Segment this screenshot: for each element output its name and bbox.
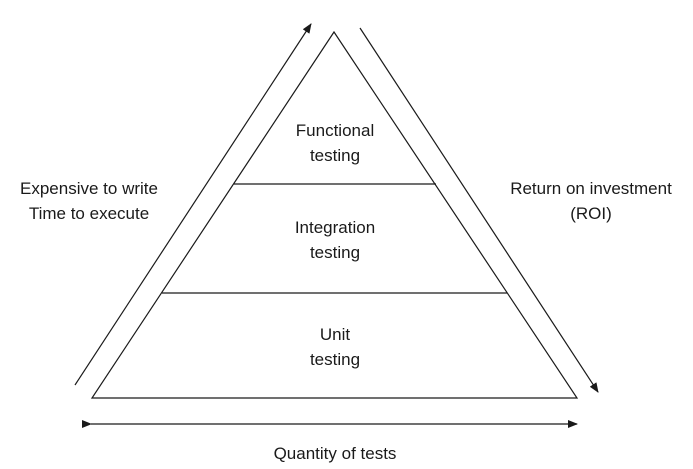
- layer-label-unit-line1: Unit: [319, 325, 351, 344]
- layer-label-functional-line1: Functional: [295, 121, 375, 140]
- layer-label-unit-line2: testing: [309, 350, 361, 369]
- bottom-axis-label-text: Quantity of tests: [273, 444, 397, 463]
- right-axis-label: Return on investment (ROI): [492, 176, 690, 226]
- left-axis-label: Expensive to write Time to execute: [0, 176, 178, 226]
- right-axis-label-line2: (ROI): [570, 204, 612, 223]
- pyramid-outline: [90, 30, 579, 399]
- layer-label-integration: Integration testing: [255, 215, 415, 265]
- left-axis-label-line1: Expensive to write: [20, 179, 158, 198]
- right-axis-label-line1: Return on investment: [510, 179, 672, 198]
- layer-label-functional: Functional testing: [255, 118, 415, 168]
- left-axis-label-line2: Time to execute: [28, 204, 150, 223]
- layer-label-integration-line1: Integration: [294, 218, 376, 237]
- left-up-arrow: [74, 23, 312, 386]
- bottom-axis-label: Quantity of tests: [200, 441, 470, 466]
- layer-label-unit: Unit testing: [255, 322, 415, 372]
- layer-label-integration-line2: testing: [309, 243, 361, 262]
- right-down-arrow: [359, 27, 599, 393]
- layer-label-functional-line2: testing: [309, 146, 361, 165]
